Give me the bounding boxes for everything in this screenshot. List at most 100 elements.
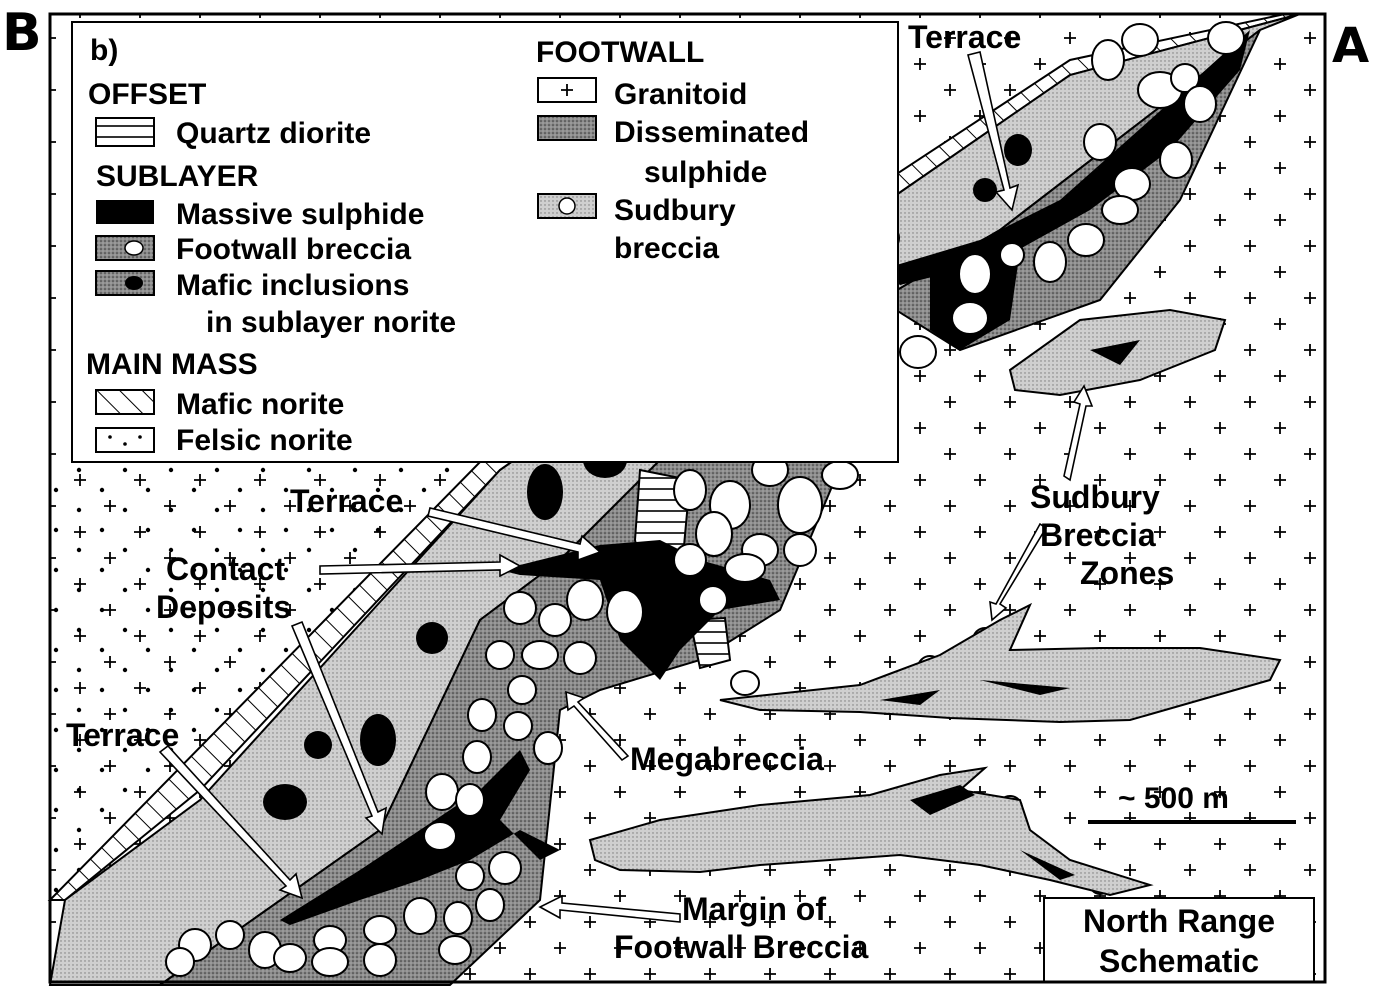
label-terrace-mid: Terrace <box>290 483 403 519</box>
granitoid-clast <box>1184 86 1216 122</box>
label-sudbury: Sudbury <box>1030 479 1160 515</box>
legend-group-title: OFFSET <box>88 78 206 111</box>
granitoid-clast <box>1034 242 1066 282</box>
legend-swatch-dot <box>108 435 112 439</box>
granitoid-clast <box>822 461 858 489</box>
legend-swatch-quartz-diorite <box>96 118 154 146</box>
granitoid-clast <box>900 336 936 368</box>
granitoid-clast <box>674 470 706 510</box>
granitoid-clast <box>959 254 991 294</box>
granitoid-clast <box>1068 224 1104 256</box>
mafic-inclusion <box>304 731 332 759</box>
label-terrace-top: Terrace <box>908 19 1021 55</box>
scale-bar-label: ~ 500 m <box>1118 782 1229 815</box>
legend-swatch-felsic-norite <box>96 428 154 452</box>
legend-swatch-dot <box>123 442 127 446</box>
legend-panel-id: b) <box>90 34 118 67</box>
granitoid-clast <box>476 889 504 921</box>
legend-footwall-label: Sudbury <box>614 194 736 227</box>
granitoid-clast <box>486 641 514 669</box>
granitoid-clast <box>1000 243 1024 267</box>
mafic-inclusion <box>1004 134 1032 166</box>
granitoid-clast <box>504 592 536 624</box>
granitoid-clast <box>504 712 532 740</box>
legend-footwall-title: FOOTWALL <box>536 36 704 69</box>
granitoid-clast <box>607 590 643 634</box>
legend-group-title: SUBLAYER <box>96 160 259 193</box>
label-breccia: Breccia <box>1040 517 1156 553</box>
legend-panel: b) OFFSET Quartz diorite SUBLAYER Massiv… <box>72 22 898 462</box>
granitoid-clast <box>522 641 558 669</box>
label-terrace-left: Terrace <box>66 717 179 753</box>
granitoid-clast <box>274 944 306 972</box>
label-contact: Contact <box>166 551 285 587</box>
granitoid-clast <box>1122 24 1158 56</box>
mafic-inclusion <box>973 178 997 202</box>
label-deposits: Deposits <box>156 589 291 625</box>
label-zones: Zones <box>1080 555 1174 591</box>
label-margin-of: Margin of <box>682 891 826 927</box>
granitoid-clast <box>731 671 759 695</box>
legend-swatch-disseminated <box>538 116 596 140</box>
legend-group-title: MAIN MASS <box>86 348 258 381</box>
legend-swatch-clast <box>559 198 575 214</box>
granitoid-clast <box>364 916 396 944</box>
granitoid-clast <box>534 732 562 764</box>
granitoid-clast <box>1102 196 1138 224</box>
granitoid-clast <box>166 948 194 976</box>
granitoid-clast <box>674 544 706 576</box>
granitoid-clast <box>312 948 348 976</box>
granitoid-clast <box>1208 22 1244 54</box>
granitoid-clast <box>699 586 727 614</box>
granitoid-clast <box>468 699 496 731</box>
mafic-inclusion <box>527 464 563 520</box>
granitoid-clast <box>424 822 456 850</box>
granitoid-clast <box>456 784 484 816</box>
title-line-2: Schematic <box>1099 943 1259 979</box>
legend-swatch-inclusion <box>125 276 143 290</box>
granitoid-clast <box>508 676 536 704</box>
granitoid-clast <box>725 554 765 582</box>
label-footwall-breccia: Footwall Breccia <box>614 929 869 965</box>
mafic-inclusion <box>360 714 396 766</box>
granitoid-clast <box>952 302 988 334</box>
granitoid-clast <box>216 921 244 949</box>
granitoid-clast <box>539 604 571 636</box>
granitoid-clast <box>784 534 816 566</box>
legend-item-label: Mafic inclusions <box>176 269 409 302</box>
legend-footwall-label-line2: breccia <box>614 232 719 265</box>
granitoid-clast <box>564 642 596 674</box>
label-megabreccia: Megabreccia <box>630 741 824 777</box>
granitoid-clast <box>456 862 484 890</box>
granitoid-clast <box>404 898 436 934</box>
mafic-inclusion <box>416 622 448 654</box>
legend-footwall-label: Granitoid <box>614 78 747 111</box>
granitoid-clast <box>1084 124 1116 160</box>
legend-swatch-mafic-norite <box>96 390 154 414</box>
legend-item-label-line2: in sublayer norite <box>206 306 456 339</box>
title-line-1: North Range <box>1083 903 1275 939</box>
legend-item-label: Quartz diorite <box>176 117 371 150</box>
granitoid-clast <box>444 902 472 934</box>
corner-label-left: B <box>2 3 42 63</box>
granitoid-clast <box>439 936 471 964</box>
legend-footwall-label: Disseminated <box>614 116 809 149</box>
legend-footwall-label-line2: sulphide <box>644 156 767 189</box>
mafic-inclusion <box>263 784 307 820</box>
legend-item-label: Massive sulphide <box>176 198 424 231</box>
granitoid-clast <box>364 944 396 976</box>
granitoid-clast <box>463 741 491 773</box>
legend-item-label: Felsic norite <box>176 424 353 457</box>
legend-swatch-dot <box>138 435 142 439</box>
corner-label-right: A <box>1332 18 1369 74</box>
granitoid-clast <box>1092 40 1124 80</box>
granitoid-clast <box>1160 142 1192 178</box>
legend-item-label: Footwall breccia <box>176 233 411 266</box>
granitoid-clast <box>567 580 603 620</box>
granitoid-clast <box>489 852 521 884</box>
granitoid-clast <box>426 774 458 810</box>
legend-swatch-massive-sulphide <box>96 200 154 224</box>
granitoid-clast <box>778 477 822 533</box>
legend-item-label: Mafic norite <box>176 388 344 421</box>
